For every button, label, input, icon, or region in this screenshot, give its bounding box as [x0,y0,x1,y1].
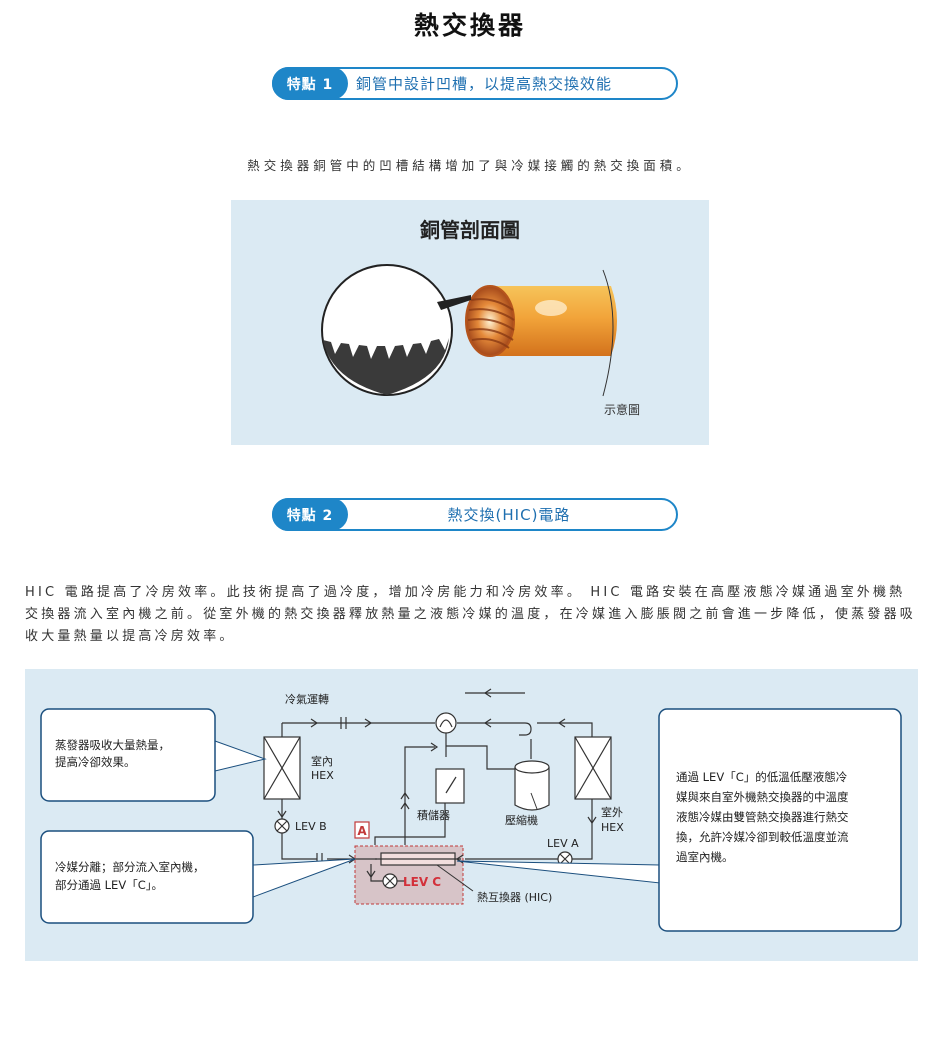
feature-2-badge: 特點 2 [272,498,348,531]
schematic-note: 示意圖 [604,402,640,417]
callout-hic-line-4: 換，允許冷媒冷卻到較低溫度並流 [676,830,849,844]
lev-a-label: LEV A [547,837,579,850]
copper-tube-illustration: 銅管剖面圖 示意圖 [321,218,640,417]
lev-c-label: LEV C [403,875,441,889]
cooling-mode-label: 冷氣運轉 [285,692,329,706]
callout-separation-line-2: 部分通過 LEV「C」。 [55,878,163,892]
lev-b-label: LEV B [295,820,327,833]
indoor-hex-label-1: 室內 [311,754,333,768]
hic-description: HIC 電路提高了冷房效率。此技術提高了過冷度，增加冷房能力和冷房效率。 HIC… [25,585,917,644]
section-marker-box [354,821,370,839]
accumulator-label: 積儲器 [417,808,450,822]
callout-hic-line-2: 媒與來自室外機熱交換器的中溫度 [676,790,849,804]
hic-circuit-svg: 室內 HEX 室外 HEX 積儲器 壓縮機 冷氣運轉 LEV B LEV A A [40,688,902,932]
callout-separation-line-1: 冷媒分離；部分流入室內機， [55,860,205,874]
feature-1-pill: 特點 1 銅管中設計凹槽，以提高熱交換效能 [272,67,678,100]
compressor-label: 壓縮機 [505,813,538,827]
section-marker: A [357,824,367,838]
copper-tube-diagram: 銅管剖面圖 示意圖 [231,200,709,445]
feature-2-pill: 特點 2 熱交換(HIC)電路 [272,498,678,531]
callout-hic-line-5: 過室內機。 [676,850,734,864]
callout-hic-line-3: 液態冷媒由雙管熱交換器進行熱交 [676,810,849,824]
feature-1-text: 銅管中設計凹槽，以提高熱交換效能 [356,75,613,93]
copper-tube-body [486,286,617,356]
copper-diagram-title: 銅管剖面圖 [420,218,520,242]
callout-evaporator-line-1: 蒸發器吸收大量熱量， [55,738,170,752]
hic-circuit-diagram: 室內 HEX 室外 HEX 積儲器 壓縮機 冷氣運轉 LEV B LEV A A [25,669,918,961]
outdoor-hex-label-1: 室外 [601,805,623,819]
groove-teeth [323,338,449,395]
page-title: 熱交換器 [413,11,526,40]
hic-label: 熱互換器 (HIC) [477,891,552,904]
callout-hic-line-1: 通過 LEV「C」的低溫低壓液態冷 [676,770,847,784]
intro-text: 熱交換器銅管中的凹槽結構增加了與冷媒接觸的熱交換面積。 [247,158,693,173]
feature-2-text: 熱交換(HIC)電路 [447,506,571,524]
four-way-valve [435,712,457,734]
feature-1-badge: 特點 1 [272,67,348,100]
callout-evaporator-line-2: 提高冷卻效果。 [55,755,136,769]
outdoor-hex-label-2: HEX [601,821,624,834]
indoor-hex-label-2: HEX [311,769,334,782]
compressor [514,767,550,811]
